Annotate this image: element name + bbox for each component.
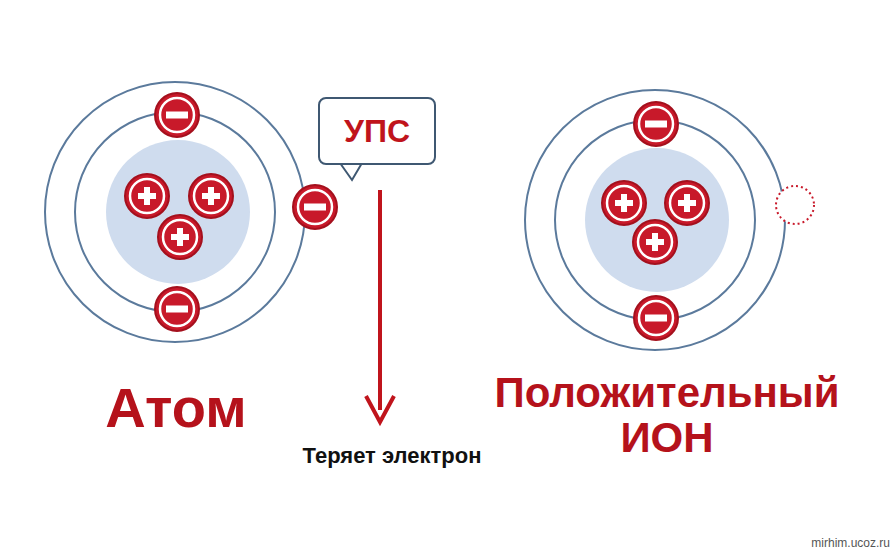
ion-heading: Положительный ИОН [457, 370, 877, 461]
electron-vacancy [776, 186, 814, 224]
bubble-text: УПС [344, 113, 410, 150]
atom [45, 82, 337, 342]
down-arrow [366, 190, 394, 422]
atom-heading: Атом [26, 378, 326, 438]
process-caption: Теряет электрон [242, 444, 542, 468]
positive-ion [525, 90, 814, 350]
speech-bubble: УПС [318, 97, 436, 165]
watermark: mirhim.ucoz.ru [811, 537, 890, 550]
bubble-tail [340, 163, 362, 180]
